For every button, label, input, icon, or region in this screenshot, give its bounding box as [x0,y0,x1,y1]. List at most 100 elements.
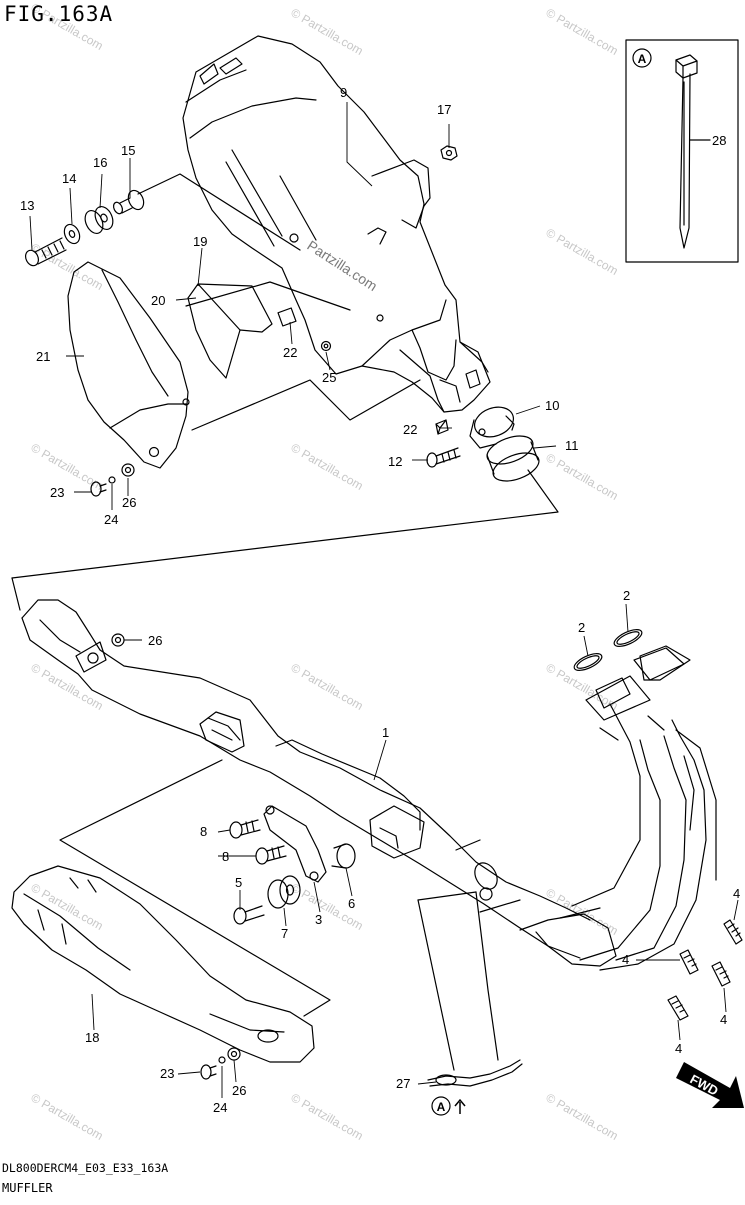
watermark: © Partzilla.com [289,440,366,493]
watermark: © Partzilla.com [544,1090,621,1143]
callout-22: 22 [403,422,417,437]
grommet-22 [435,419,449,435]
bolt-5 [233,905,265,925]
watermark: © Partzilla.com [289,1090,366,1143]
nut-17 [440,145,458,161]
callout-26: 26 [122,495,136,510]
callout-7: 7 [281,926,288,941]
exhaust-pipe-1 [21,599,617,967]
washer-26 [111,633,125,647]
figure-code: DL800DERCM4_E03_E33_163A [2,1161,169,1175]
leader-line [59,759,331,1017]
reference-marker-a: A A [431,52,647,1116]
bolt-4 [711,961,731,987]
heat-shield-18 [11,865,315,1063]
callout-20: 20 [151,293,165,308]
callout-8: 8 [200,824,207,839]
watermark: © Partzilla.com [544,5,621,58]
callout-23: 23 [50,485,64,500]
collar-15 [112,189,145,215]
washer-14 [63,223,81,245]
leader-line [185,281,351,311]
grommet-22 [277,307,297,327]
bolt-13 [24,237,67,267]
watermark: © Partzilla.com [544,450,621,503]
watermark-main: Partzilla.com [304,237,380,294]
callout-27: 27 [396,1076,410,1091]
cable-tie-27 [417,891,523,1087]
callout-2: 2 [578,620,585,635]
watermark: © Partzilla.com [29,440,106,493]
silencer-cap-9 [182,35,491,413]
callout-22: 22 [283,345,297,360]
bolt-4 [667,995,689,1021]
callout-1: 1 [382,725,389,740]
callout-12: 12 [388,454,402,469]
callout-11: 11 [565,438,579,453]
callout-28: 28 [712,133,726,148]
bolt-4 [679,949,699,975]
gasket-2 [573,653,603,671]
watermark: © Partzilla.com [29,1090,106,1143]
gasket-11 [486,435,540,482]
callout-6: 6 [348,896,355,911]
grommet-16 [84,206,114,234]
callout-21: 21 [36,349,50,364]
callout-4: 4 [733,886,740,901]
side-cover-21 [67,261,190,469]
fwd-arrow-label: FWD [688,1071,721,1098]
callout-18: 18 [85,1030,99,1045]
callout-4: 4 [675,1041,682,1056]
grommet-7 [267,875,301,909]
callout-9: 9 [340,85,347,100]
bolt-8 [229,819,261,839]
mount-bracket-icon [75,641,107,673]
callout-24: 24 [104,512,118,527]
callout-10: 10 [545,398,559,413]
washer-24 [218,1056,226,1064]
bracket-3 [263,805,327,883]
arrow-up-icon [454,1098,466,1114]
bolt-23 [90,481,107,497]
cable-tie-icon [679,73,691,249]
callout-17: 17 [437,102,451,117]
marker-a-ref: A [437,1100,446,1114]
watermark: © Partzilla.com [29,240,106,293]
figure-name: MUFFLER [2,1181,53,1195]
callout-16: 16 [93,155,107,170]
callout-23: 23 [160,1066,174,1081]
bolt-12 [426,447,461,468]
watermark: © Partzilla.com [29,660,106,713]
watermark: © Partzilla.com [289,660,366,713]
bolt-8 [255,845,287,865]
callout-25: 25 [322,370,336,385]
callout-26: 26 [232,1083,246,1098]
leader-line [137,173,301,251]
watermark: © Partzilla.com [544,225,621,278]
watermark: © Partzilla.com [289,5,366,58]
callout-4: 4 [622,952,629,967]
callout-labels: 9 17 15 16 14 13 19 20 21 22 25 10 22 11… [20,85,740,1115]
callout-2: 2 [623,588,630,603]
callout-8: 8 [222,849,229,864]
callout-4: 4 [720,1012,727,1027]
clamp-10 [469,406,515,449]
leader-line [191,379,421,431]
bolt-4 [723,919,743,945]
callout-13: 13 [20,198,34,213]
washer-24 [108,476,116,484]
header-pipes [559,645,717,971]
collar-6 [331,843,356,869]
callout-14: 14 [62,171,76,186]
detail-box-a [625,39,739,263]
bolt-23 [200,1064,217,1080]
callout-26: 26 [148,633,162,648]
callout-24: 24 [213,1100,227,1115]
callout-3: 3 [315,912,322,927]
watermark-layer: © Partzilla.com © Partzilla.com © Partzi… [29,0,621,1143]
figure-title: FIG.163A [4,2,114,26]
washer-25 [320,340,332,352]
callout-19: 19 [193,234,207,249]
callout-leaders [29,102,739,1098]
